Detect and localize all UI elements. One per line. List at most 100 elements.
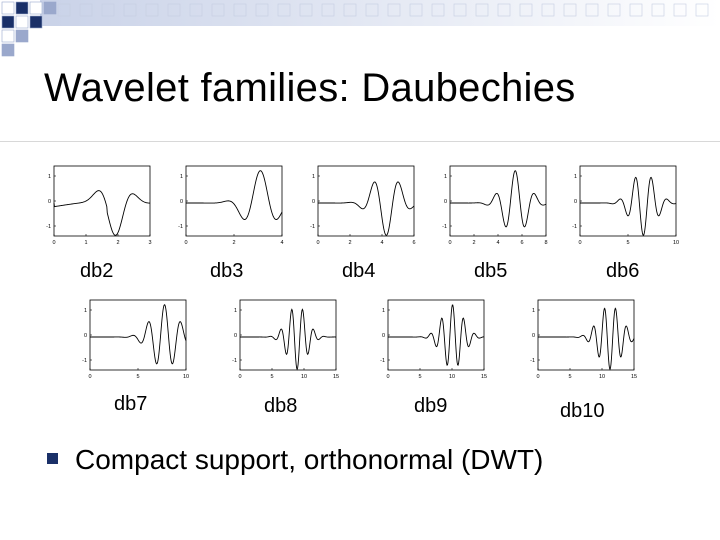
- title-divider: [0, 141, 720, 142]
- y-tick-label: 1: [234, 308, 237, 314]
- x-tick-label: 0: [184, 240, 187, 246]
- x-tick-label: 0: [316, 240, 319, 246]
- decor-strip-square: [651, 3, 665, 17]
- y-tick-label: -1: [530, 358, 535, 364]
- decor-strip-square: [189, 3, 203, 17]
- plot-caption-db3: db3: [210, 260, 244, 282]
- decor-strip-square: [541, 3, 555, 17]
- wavelet-curve: [538, 307, 635, 371]
- decor-strip-square: [233, 3, 247, 17]
- y-tick-label: 0: [444, 199, 447, 205]
- x-tick-label: 0: [238, 374, 241, 380]
- y-tick-label: 1: [180, 174, 183, 180]
- y-tick-label: 0: [234, 333, 237, 339]
- x-tick-label: 0: [52, 240, 55, 246]
- decor-strip-square: [277, 3, 291, 17]
- plot-frame: [579, 165, 677, 237]
- decor-square-7: [1, 29, 15, 43]
- y-tick-label: -1: [178, 224, 183, 230]
- y-tick-label: 1: [444, 174, 447, 180]
- x-tick-label: 1: [84, 240, 87, 246]
- plot-frame: [185, 165, 283, 237]
- decor-strip-square: [563, 3, 577, 17]
- plot-caption-db9: db9: [414, 395, 448, 417]
- wavelet-plot-db2: 1 0 -1 0 1 2 3: [40, 162, 160, 254]
- y-tick-label: 0: [574, 199, 577, 205]
- y-tick-label: 0: [180, 199, 183, 205]
- x-tick-label: 10: [599, 374, 605, 380]
- x-tick-label: 5: [270, 374, 273, 380]
- decor-square-8: [15, 29, 29, 43]
- wavelet-curve: [240, 308, 337, 371]
- x-tick-label: 5: [418, 374, 421, 380]
- y-tick-label: 1: [48, 174, 51, 180]
- decor-strip-square: [409, 3, 423, 17]
- x-tick-label: 2: [348, 240, 351, 246]
- plot-frame: [53, 165, 151, 237]
- x-tick-label: 3: [148, 240, 151, 246]
- decor-square-1: [15, 1, 29, 15]
- decor-strip-square: [387, 3, 401, 17]
- x-tick-label: 0: [536, 374, 539, 380]
- y-tick-label: 1: [312, 174, 315, 180]
- y-tick-label: 1: [382, 308, 385, 314]
- decor-strip-square: [673, 3, 687, 17]
- y-tick-label: 0: [382, 333, 385, 339]
- x-tick-label: 5: [626, 240, 629, 246]
- x-tick-label: 15: [631, 374, 637, 380]
- x-tick-label: 15: [333, 374, 339, 380]
- plot-caption-db10: db10: [560, 400, 605, 422]
- wavelet-curve: [318, 181, 415, 236]
- plot-frame: [239, 299, 337, 371]
- y-tick-label: 0: [48, 199, 51, 205]
- decor-square-9: [1, 43, 15, 57]
- decor-strip-square: [79, 3, 93, 17]
- y-tick-label: 1: [574, 174, 577, 180]
- x-tick-label: 10: [301, 374, 307, 380]
- plot-caption-db6: db6: [606, 260, 640, 282]
- y-tick-label: 1: [84, 308, 87, 314]
- wavelet-curve: [388, 304, 485, 366]
- plot-caption-db8: db8: [264, 395, 298, 417]
- y-tick-label: -1: [310, 224, 315, 230]
- x-tick-label: 15: [481, 374, 487, 380]
- plot-caption-db4: db4: [342, 260, 376, 282]
- decor-square-3: [43, 1, 57, 15]
- x-tick-label: 6: [520, 240, 523, 246]
- x-tick-label: 0: [578, 240, 581, 246]
- wavelet-curve: [53, 190, 151, 236]
- plot-caption-db2: db2: [80, 260, 114, 282]
- decor-strip-square: [585, 3, 599, 17]
- x-tick-label: 10: [673, 240, 679, 246]
- plot-frame: [89, 299, 187, 371]
- decor-strip-square: [453, 3, 467, 17]
- decor-strip-square: [695, 3, 709, 17]
- y-tick-label: -1: [380, 358, 385, 364]
- decor-strip-square: [629, 3, 643, 17]
- y-tick-label: -1: [232, 358, 237, 364]
- x-tick-label: 4: [380, 240, 383, 246]
- wavelet-curve: [450, 170, 547, 228]
- x-tick-label: 5: [568, 374, 571, 380]
- x-tick-label: 0: [88, 374, 91, 380]
- decor-square-0: [1, 1, 15, 15]
- decor-strip-square: [167, 3, 181, 17]
- decor-strip-square: [365, 3, 379, 17]
- y-tick-label: -1: [442, 224, 447, 230]
- x-tick-label: 2: [116, 240, 119, 246]
- y-tick-label: 0: [532, 333, 535, 339]
- decor-strip-square: [431, 3, 445, 17]
- x-tick-label: 4: [496, 240, 499, 246]
- x-tick-label: 2: [232, 240, 235, 246]
- y-tick-label: -1: [46, 224, 51, 230]
- y-tick-label: 0: [312, 199, 315, 205]
- decor-strip-square: [343, 3, 357, 17]
- decor-strip-square: [519, 3, 533, 17]
